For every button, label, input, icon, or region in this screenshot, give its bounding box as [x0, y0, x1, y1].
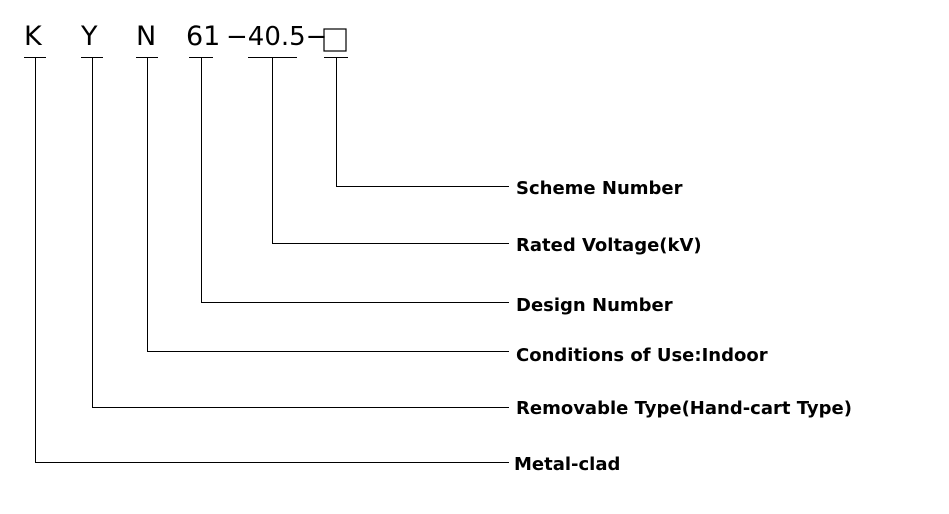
code-letter-k: K: [24, 21, 43, 52]
scheme-number-box-icon: [323, 28, 347, 52]
code-letter-y: Y: [80, 21, 98, 52]
code-rated-voltage: −40.5−: [226, 22, 327, 52]
label-conditions-of-use: Conditions of Use:Indoor: [516, 345, 768, 366]
label-rated-voltage: Rated Voltage(kV): [516, 235, 702, 256]
label-removable-type: Removable Type(Hand-cart Type): [516, 398, 852, 419]
label-design-number: Design Number: [516, 295, 673, 316]
label-metal-clad: Metal-clad: [514, 454, 620, 475]
code-letter-n: N: [136, 21, 156, 52]
label-scheme-number: Scheme Number: [516, 178, 683, 199]
code-design-number: 61: [186, 21, 220, 52]
